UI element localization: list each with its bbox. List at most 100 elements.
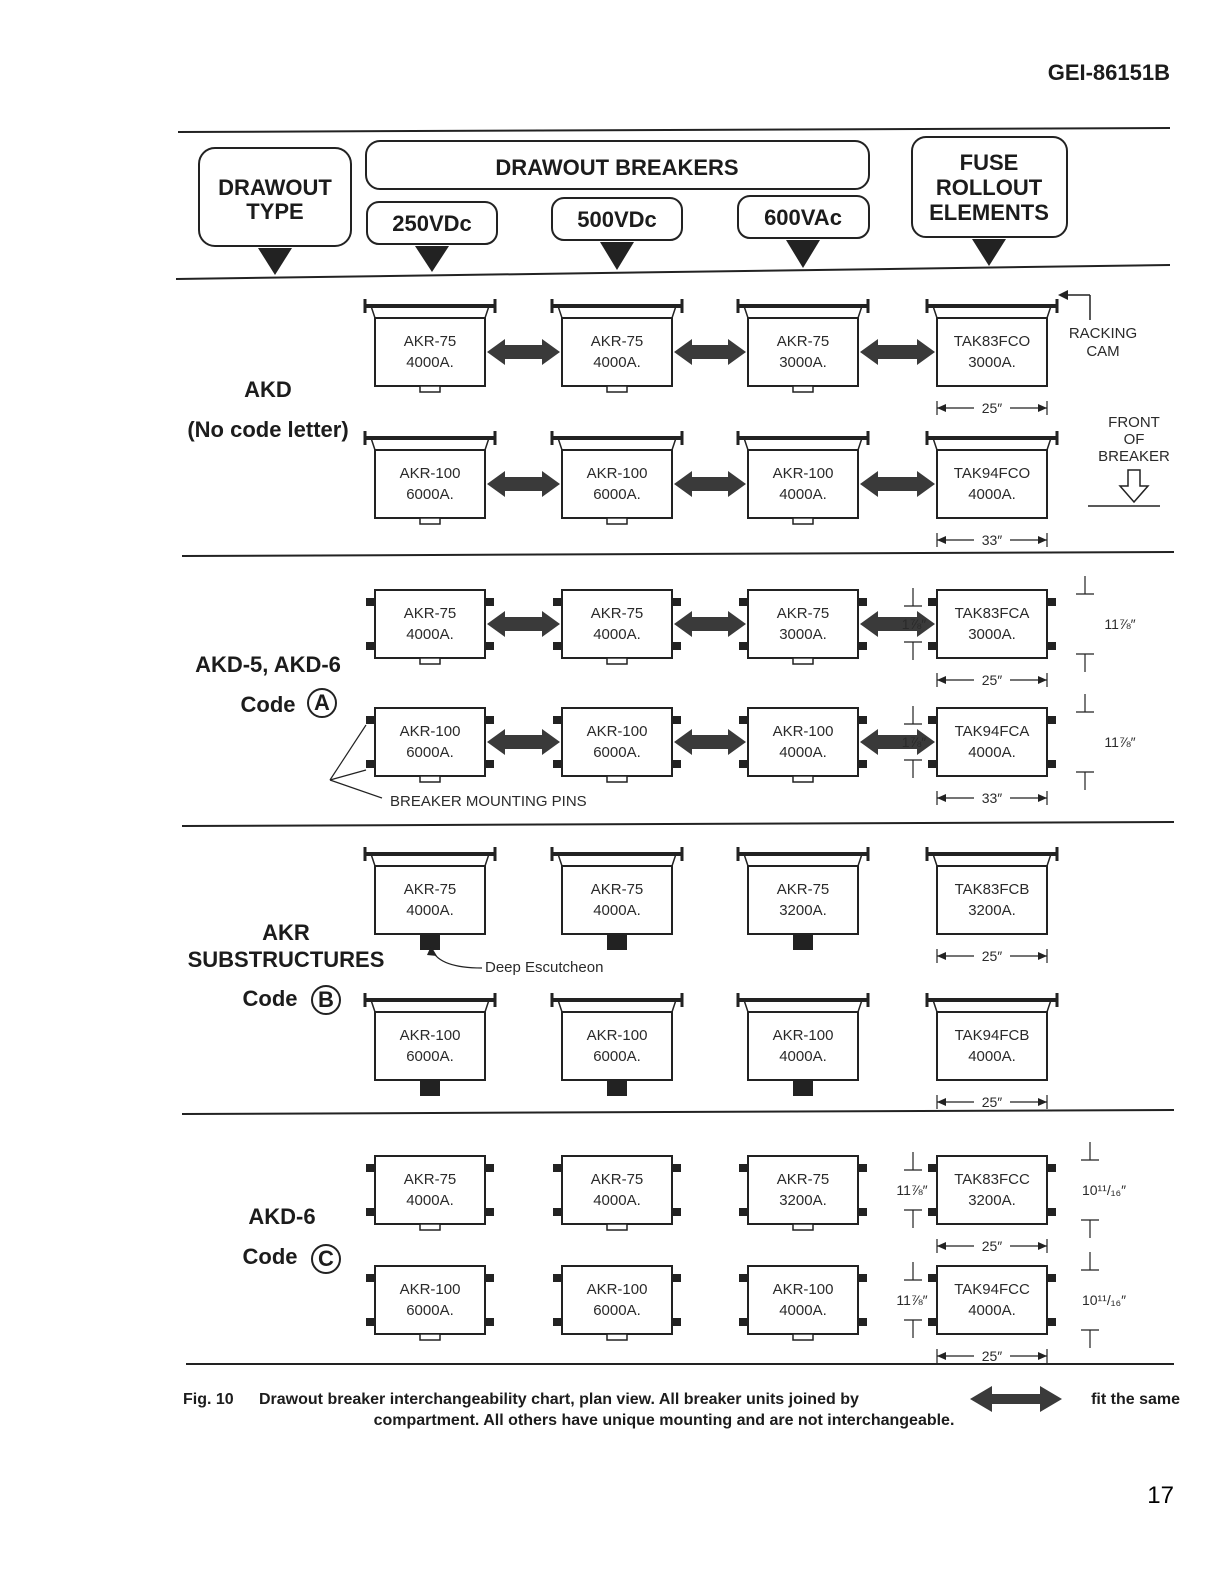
mounting-pin bbox=[366, 642, 375, 650]
height-dimension: 10¹¹/₁₆″ bbox=[1081, 1142, 1126, 1238]
width-dimension: 33″ bbox=[936, 790, 1048, 806]
mounting-pin bbox=[485, 1274, 494, 1282]
escutcheon bbox=[606, 1223, 628, 1231]
header-drawout-type-line1: DRAWOUT bbox=[218, 175, 332, 200]
width-dimension-label: 25″ bbox=[982, 400, 1003, 416]
drawout-type-label: Code bbox=[243, 986, 298, 1011]
code-letter: B bbox=[318, 987, 334, 1012]
escutcheon bbox=[792, 385, 814, 393]
breaker-body bbox=[561, 865, 673, 935]
breaker-model: AKR-75 bbox=[404, 881, 457, 898]
mounting-pin bbox=[485, 716, 494, 724]
breaker-body bbox=[747, 1011, 859, 1081]
breaker-rating: 4000A. bbox=[593, 626, 641, 643]
mounting-pin bbox=[1047, 1274, 1056, 1282]
breaker-model: TAK94FCC bbox=[954, 1281, 1030, 1298]
breaker-model: AKR-75 bbox=[777, 881, 830, 898]
escutcheon bbox=[792, 775, 814, 783]
breaker-rating: 3200A. bbox=[968, 1192, 1016, 1209]
breaker-unit: TAK83FCC 3200A. bbox=[928, 1155, 1056, 1225]
height-dimension-label: 10¹¹/₁₆″ bbox=[1082, 1292, 1126, 1308]
mounting-pin bbox=[1047, 1164, 1056, 1172]
code-letter: C bbox=[318, 1246, 334, 1271]
sections: AKD(No code letter)AKR-754000A.AKR-75400… bbox=[181, 299, 1175, 1364]
breaker-rating: 3200A. bbox=[779, 902, 827, 919]
drawout-type-label: AKD bbox=[244, 377, 292, 402]
breaker-model: AKR-75 bbox=[777, 605, 830, 622]
height-dimension: 11⅞″ bbox=[1076, 576, 1136, 672]
mounting-pin bbox=[858, 716, 867, 724]
breaker-body bbox=[936, 449, 1048, 519]
escutcheon bbox=[419, 775, 441, 783]
caption-text-after-arrow: fit the same bbox=[1091, 1391, 1180, 1408]
interchangeable-double-arrow bbox=[674, 471, 746, 497]
breaker-rating: 4000A. bbox=[779, 486, 827, 503]
header-rule bbox=[175, 264, 1171, 280]
mounting-pin bbox=[553, 716, 562, 724]
breaker-rating: 4000A. bbox=[406, 354, 454, 371]
mounting-pin bbox=[858, 760, 867, 768]
drawout-type-label: AKR bbox=[262, 920, 310, 945]
mounting-pin bbox=[672, 1274, 681, 1282]
mounting-pin bbox=[739, 642, 748, 650]
breaker-model: TAK83FCC bbox=[954, 1171, 1030, 1188]
mounting-pin bbox=[366, 716, 375, 724]
breaker-body bbox=[747, 589, 859, 659]
breaker-body bbox=[374, 707, 486, 777]
header-drawout-type: DRAWOUT TYPE bbox=[198, 147, 352, 275]
mounting-pin bbox=[672, 598, 681, 606]
mounting-pin bbox=[553, 1318, 562, 1326]
interchangeable-double-arrow bbox=[487, 729, 560, 755]
front-line3: BREAKER bbox=[1098, 448, 1170, 465]
caption-text-line2: compartment. All others have unique moun… bbox=[374, 1412, 955, 1429]
interchangeable-double-arrow bbox=[674, 611, 746, 637]
mounting-pin bbox=[739, 1208, 748, 1216]
breaker-body bbox=[561, 707, 673, 777]
caption-text-line1: Drawout breaker interchangeability chart… bbox=[259, 1391, 859, 1408]
breaker-model: AKR-100 bbox=[587, 1027, 648, 1044]
breaker-rating: 6000A. bbox=[406, 744, 454, 761]
breaker-body bbox=[936, 1265, 1048, 1335]
interchangeable-double-arrow bbox=[674, 339, 746, 365]
section-akd: AKD(No code letter)AKR-754000A.AKR-75400… bbox=[187, 299, 1059, 548]
mounting-pin bbox=[553, 1274, 562, 1282]
mounting-pin bbox=[485, 760, 494, 768]
mounting-pin bbox=[366, 598, 375, 606]
breaker-rating: 4000A. bbox=[593, 1192, 641, 1209]
racking-cam-annotation: RACKING CAM bbox=[1058, 290, 1137, 360]
header-voltage-500-label: 500VDc bbox=[577, 207, 657, 232]
deep-escutcheon-label: Deep Escutcheon bbox=[485, 959, 603, 976]
width-dimension-label: 25″ bbox=[982, 1238, 1003, 1254]
escutcheon bbox=[792, 1223, 814, 1231]
breaker-body bbox=[374, 1155, 486, 1225]
breaker-row: AKR-1006000A.AKR-1006000A.AKR-1004000A.T… bbox=[366, 694, 1136, 806]
breaker-rating: 6000A. bbox=[406, 486, 454, 503]
code-letter-circle bbox=[311, 1244, 341, 1274]
width-dimension: 25″ bbox=[936, 1094, 1048, 1110]
mounting-pin bbox=[739, 1164, 748, 1172]
drawout-type-label: Code bbox=[241, 692, 296, 717]
breaker-rating: 4000A. bbox=[406, 1192, 454, 1209]
breaker-model: AKR-75 bbox=[591, 333, 644, 350]
breaker-model: AKR-75 bbox=[404, 333, 457, 350]
breaker-model: TAK83FCA bbox=[955, 605, 1030, 622]
mounting-pin bbox=[739, 716, 748, 724]
height-dimension-label: 11⅞″ bbox=[1104, 616, 1135, 632]
mounting-pin bbox=[672, 1208, 681, 1216]
breaker-body bbox=[374, 589, 486, 659]
mounting-pin bbox=[366, 1164, 375, 1172]
width-dimension-label: 33″ bbox=[982, 790, 1003, 806]
breaker-body bbox=[747, 449, 859, 519]
breaker-body bbox=[561, 589, 673, 659]
